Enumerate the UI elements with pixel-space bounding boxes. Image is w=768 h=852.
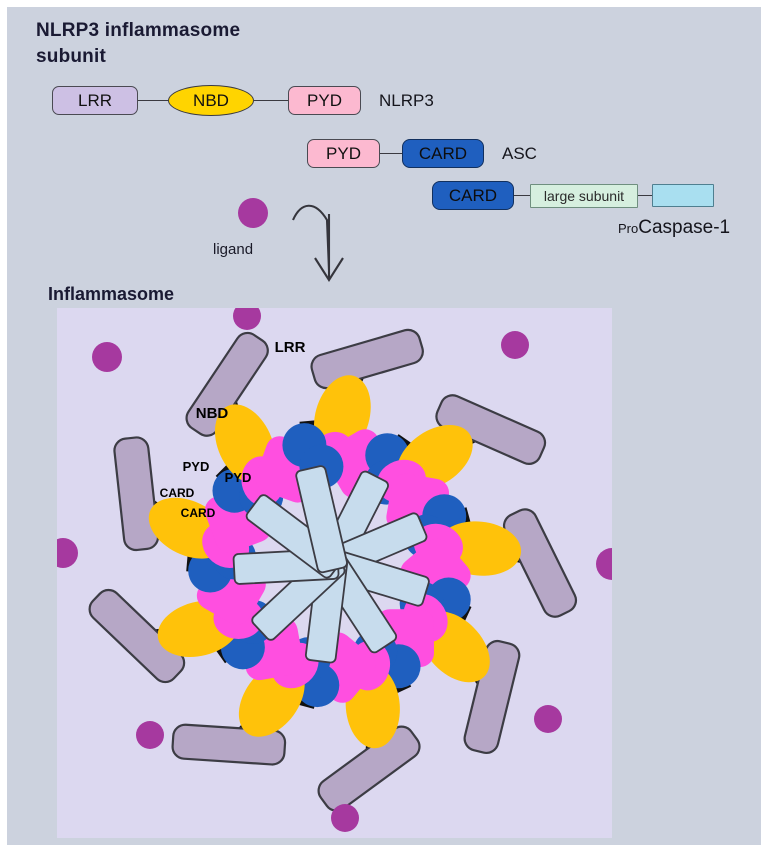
ring-label: CARD [181, 506, 216, 520]
domain-label-pyd: PYD [307, 90, 342, 110]
ligand-dot-free [238, 198, 268, 228]
lrr-rod [185, 331, 269, 437]
domain-label-nbd: NBD [193, 90, 229, 110]
domain-box-large-subunit: large subunit [530, 183, 638, 208]
ligand-dot [57, 538, 78, 568]
domain-box-small-subunit [652, 184, 714, 207]
lrr-rod [463, 639, 521, 755]
lrr-rod [317, 725, 421, 812]
ring-label: PYD [183, 459, 210, 474]
subunit-name-prefix: Pro [618, 221, 639, 236]
ring-label: NBD [196, 405, 229, 422]
domain-linker [380, 152, 402, 155]
subunit-row-nlrp3: LRR NBD PYD NLRP3 [52, 85, 434, 116]
domain-label-large-subunit: large subunit [543, 187, 625, 204]
ligand-label: ligand [213, 241, 254, 258]
ligand-dot [92, 342, 122, 372]
domain-label-lrr: LRR [77, 90, 112, 110]
domain-linker [638, 194, 652, 197]
domain-label-card: CARD [418, 143, 468, 163]
subunit-name-procaspase1: ProCaspase-1 [618, 217, 730, 239]
ligand-dot [233, 308, 261, 330]
inflammasome-assembly: LRR NBD PYD PYD CARD CARD [57, 308, 612, 832]
lrr-rod [310, 328, 424, 390]
figure-title: NLRP3 inflammasome subunit [36, 18, 336, 69]
subunit-name-nlrp3: NLRP3 [379, 90, 434, 110]
figure-title-line2: subunit [36, 45, 106, 67]
subunit-row-procaspase1: CARD large subunit [432, 181, 714, 210]
lrr-rod [502, 508, 578, 618]
domain-linker [254, 99, 288, 102]
domain-linker [514, 194, 530, 197]
lrr-rod [435, 394, 547, 465]
ring-label: PYD [225, 470, 252, 485]
ligand-dot [596, 548, 612, 580]
ring-label-layer: LRR NBD PYD PYD CARD CARD [160, 339, 306, 520]
domain-box-pyd: PYD [307, 139, 380, 168]
figure-title-line1: NLRP3 inflammasome [36, 20, 241, 41]
domain-box-lrr: LRR [52, 86, 138, 115]
domain-label-card: CARD [448, 185, 498, 205]
caspase-rod-layer [232, 465, 430, 664]
domain-box-nbd: NBD [168, 85, 254, 116]
activation-arrow [292, 204, 344, 282]
ligand-dot [534, 705, 562, 733]
ligand-dot [501, 331, 529, 359]
ring-label: CARD [160, 486, 195, 500]
domain-box-pyd: PYD [288, 86, 361, 115]
lrr-rod [113, 436, 160, 552]
ligand-layer [57, 308, 612, 832]
subunit-name-main: Caspase-1 [638, 217, 731, 238]
lrr-rod [88, 588, 186, 684]
ligand-dot [136, 721, 164, 749]
domain-box-card: CARD [402, 139, 484, 168]
domain-linker [138, 99, 168, 102]
subunit-row-asc: PYD CARD ASC [307, 139, 537, 168]
domain-label-pyd: PYD [326, 143, 361, 163]
caspase1-rod [295, 465, 348, 574]
ligand-dot [331, 804, 359, 832]
panel-title-inflammasome: Inflammasome [48, 284, 175, 304]
subunit-name-asc: ASC [502, 143, 537, 163]
domain-box-card: CARD [432, 181, 514, 210]
ring-label: LRR [275, 339, 306, 356]
